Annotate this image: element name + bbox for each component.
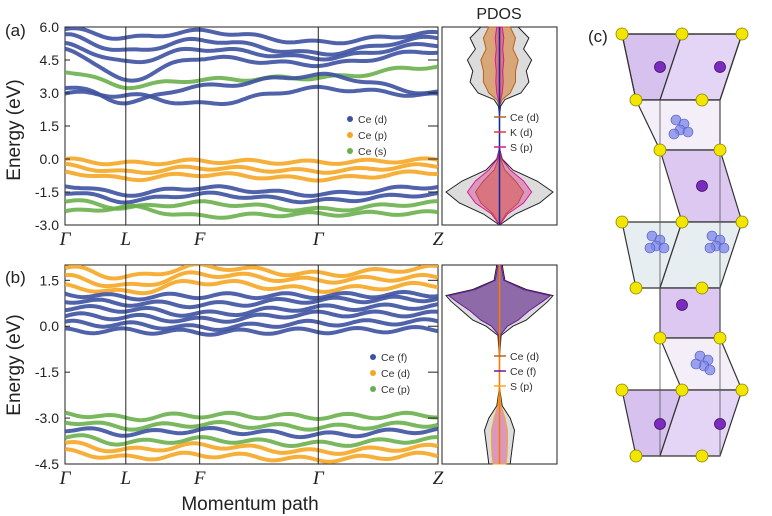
atom-cluster bbox=[690, 350, 716, 376]
pdos-ce-d bbox=[474, 26, 525, 226]
band-line bbox=[65, 410, 438, 423]
legend-marker bbox=[347, 116, 353, 122]
pdos-legend-label: Ce (d) bbox=[510, 351, 539, 363]
kpoint-label: F bbox=[193, 468, 206, 489]
band-lines-group bbox=[65, 265, 438, 464]
band-line bbox=[65, 270, 438, 289]
legend-marker bbox=[370, 370, 376, 376]
pdos-legend-label: S (p) bbox=[510, 142, 533, 154]
band-line bbox=[65, 84, 438, 106]
band-line bbox=[65, 41, 438, 65]
band-line bbox=[65, 294, 438, 310]
kpoint-label: Γ bbox=[59, 229, 72, 250]
panel-a-label: (a) bbox=[5, 21, 26, 40]
y-tick-label: 1.5 bbox=[40, 118, 60, 134]
band-line bbox=[65, 184, 438, 198]
band-line bbox=[65, 439, 438, 456]
band-line bbox=[65, 324, 438, 337]
legend-label: Ce (d) bbox=[358, 114, 387, 126]
y-tick-label: 6.0 bbox=[40, 19, 60, 35]
legend-label: Ce (d) bbox=[381, 368, 410, 380]
pdos-total-outline bbox=[445, 26, 554, 226]
pdos-legend-label: S (p) bbox=[510, 381, 533, 393]
band-line bbox=[65, 156, 438, 167]
band-line bbox=[65, 32, 438, 57]
y-tick-label: 4.5 bbox=[40, 52, 60, 68]
panel-b-ylabel: Energy (eV) bbox=[4, 314, 25, 415]
atom-cluster bbox=[668, 114, 694, 140]
atom-cluster bbox=[704, 230, 730, 254]
band-line bbox=[65, 265, 438, 281]
band-line bbox=[65, 161, 438, 175]
purple-atoms bbox=[654, 61, 726, 430]
band-line bbox=[65, 302, 438, 318]
band-line bbox=[65, 27, 438, 46]
band-line bbox=[65, 317, 438, 332]
band-lines-group bbox=[65, 27, 438, 220]
y-tick-label: 3.0 bbox=[40, 85, 60, 101]
y-tick-label: 0.0 bbox=[40, 318, 60, 334]
band-line bbox=[65, 419, 438, 432]
x-axis-label: Momentum path bbox=[181, 494, 318, 515]
y-tick-label: 1.5 bbox=[40, 272, 60, 288]
band-line bbox=[65, 190, 438, 205]
polyhedron-face bbox=[635, 99, 721, 151]
panel-a-pdos-plot: Ce (d) K (d) S (p) bbox=[441, 26, 558, 226]
legend-marker bbox=[370, 354, 376, 360]
y-tick-label: -1.5 bbox=[35, 364, 59, 380]
kpoint-label: Z bbox=[433, 229, 444, 250]
kpoint-label: Z bbox=[433, 468, 444, 489]
crystal-structure-illustration bbox=[615, 27, 749, 463]
kpoint-label: L bbox=[120, 468, 132, 489]
band-line bbox=[65, 278, 438, 296]
panel-b-label: (b) bbox=[5, 268, 26, 287]
legend-marker bbox=[347, 148, 353, 154]
band-line bbox=[65, 203, 438, 220]
y-tick-label: 0.0 bbox=[40, 151, 60, 167]
kpoint-label: Γ bbox=[59, 468, 72, 489]
band-line bbox=[65, 309, 438, 324]
pdos-total-outline bbox=[445, 264, 554, 465]
pdos-legend-label: K (d) bbox=[510, 127, 533, 139]
band-line bbox=[65, 433, 438, 449]
legend-label: Ce (f) bbox=[381, 352, 407, 364]
legend-label: Ce (p) bbox=[381, 384, 410, 396]
pdos-legend-label: Ce (d) bbox=[510, 112, 539, 124]
panel-b-band-plot: Γ L F Γ Z 1.5 0.0 -1.5 -3.0 -4.5 Ce (f) Ce (d) Ce (p… bbox=[35, 264, 444, 489]
polyhedron-face bbox=[659, 287, 721, 339]
band-line bbox=[65, 425, 438, 440]
panel-b-pdos-plot: Ce (d) Ce (f) S (p) bbox=[441, 264, 558, 465]
band-line bbox=[65, 169, 438, 183]
pdos-legend-label: Ce (f) bbox=[510, 366, 536, 378]
kpoint-label: Γ bbox=[312, 229, 325, 250]
atom-cluster bbox=[644, 230, 670, 254]
y-tick-label: -3.0 bbox=[35, 217, 59, 233]
kpoint-label: F bbox=[193, 229, 206, 250]
y-tick-label: -4.5 bbox=[35, 456, 59, 472]
legend-marker bbox=[347, 132, 353, 138]
band-line bbox=[65, 71, 438, 106]
pdos-s-p bbox=[466, 26, 533, 226]
yellow-atoms bbox=[615, 27, 749, 463]
band-line bbox=[65, 447, 438, 464]
band-line bbox=[65, 289, 438, 302]
y-tick-label: -1.5 bbox=[35, 184, 59, 200]
pdos-title: PDOS bbox=[476, 6, 521, 23]
kpoint-label: Γ bbox=[312, 468, 325, 489]
panel-a-band-plot: Γ L F Γ Z 6.0 4.5 3.0 1.5 0.0 -1.5 -3.0 Ce (d) Ce (p)… bbox=[35, 19, 444, 250]
legend-marker bbox=[370, 386, 376, 392]
band-line bbox=[65, 46, 438, 83]
legend-label: Ce (s) bbox=[358, 146, 387, 158]
kpoint-label: L bbox=[120, 229, 132, 250]
y-tick-label: -3.0 bbox=[35, 410, 59, 426]
panel-a-ylabel: Energy (eV) bbox=[4, 79, 25, 180]
legend-label: Ce (p) bbox=[358, 130, 387, 142]
panel-c-label: (c) bbox=[588, 27, 608, 46]
